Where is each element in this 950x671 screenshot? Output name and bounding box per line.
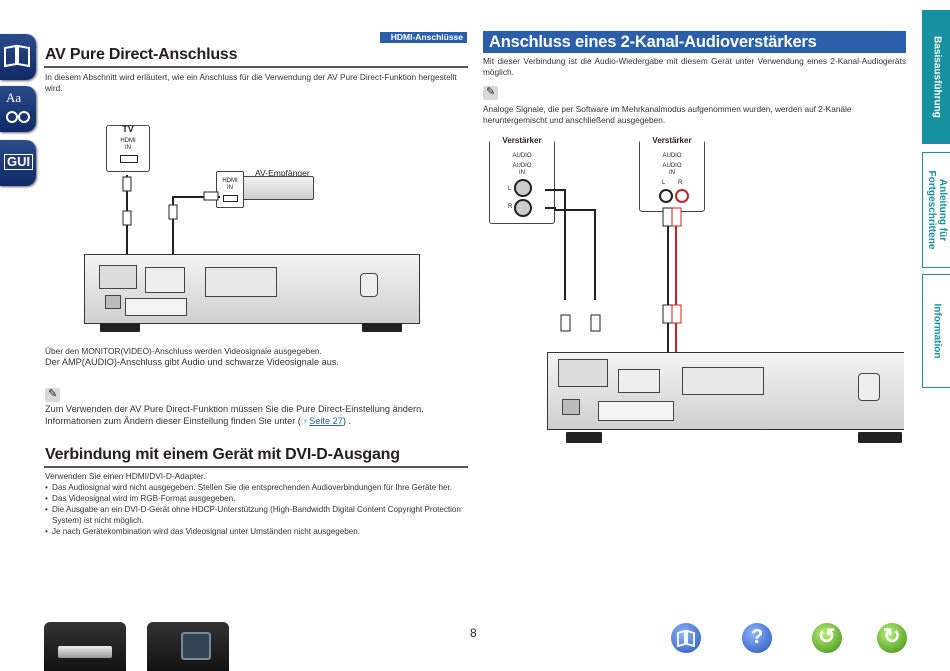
audio-out xyxy=(145,267,185,293)
product-thumbnail-1 xyxy=(44,622,126,671)
hdmi-out-ports xyxy=(125,298,187,316)
page-number: 8 xyxy=(470,626,477,640)
balanced-out xyxy=(558,359,608,387)
amp-audio-label: AUDIO xyxy=(662,153,682,159)
receiver-port-label2: IN xyxy=(227,185,233,191)
amp-note: Analoge Signale, die per Software im Meh… xyxy=(483,104,852,126)
nav-font-button[interactable]: Aa xyxy=(0,86,36,132)
glasses-icon xyxy=(6,111,30,123)
list-item: Das Videosignal wird im RGB-Format ausge… xyxy=(45,494,469,505)
gui-icon: GUI xyxy=(4,154,34,170)
amp-intro: Mit dieser Verbindung ist die Audio-Wied… xyxy=(483,56,906,78)
remote-control xyxy=(682,367,764,395)
nav-gui-button[interactable]: GUI xyxy=(0,140,36,186)
list-item: Das Audiosignal wird nicht ausgegeben. S… xyxy=(45,483,469,494)
help-icon: ? xyxy=(751,626,764,648)
receiver-label: AV-Empfänger xyxy=(255,168,310,178)
back-icon: ↺ xyxy=(818,625,836,648)
forward-icon: ↻ xyxy=(883,625,901,648)
network-port xyxy=(105,295,121,309)
amp-l-label: L xyxy=(662,180,666,186)
tab-information[interactable]: Information xyxy=(922,274,950,388)
note-text-2-end: ) . xyxy=(342,416,352,426)
tv-box: TV HDMI IN xyxy=(106,124,150,172)
book-icon xyxy=(3,44,30,68)
section-title-amp: Anschluss eines 2-Kanal-Audioverstärkers xyxy=(489,33,817,51)
page-title: AV Pure Direct-Anschluss xyxy=(45,46,238,63)
section-tag: HDMI-Anschlüsse xyxy=(380,32,467,43)
note-text-2: Informationen zum Ändern dieser Einstell… xyxy=(45,416,351,428)
tv-label: TV xyxy=(122,124,134,134)
player-rear-panel-right xyxy=(547,352,904,430)
rca-r-port xyxy=(675,189,689,203)
tv-port-label: HDMI xyxy=(120,138,136,144)
help-button[interactable]: ? xyxy=(742,623,772,653)
caption-video: Über den MONITOR(VIDEO)-Anschluss werden… xyxy=(45,346,322,356)
amp-in-label: IN xyxy=(519,170,525,176)
player-rear-panel xyxy=(84,254,420,324)
amp-in-label: IN xyxy=(669,170,675,176)
hdmi-port-icon xyxy=(223,195,238,202)
amp-audio-label: AUDIO xyxy=(512,153,532,159)
page-link[interactable]: Seite 27 xyxy=(309,416,343,426)
audio-out xyxy=(618,369,660,393)
receiver-port-box: HDMI IN xyxy=(216,171,244,208)
rca-l-port xyxy=(659,189,673,203)
list-item: Je nach Gerätekombination wird das Video… xyxy=(45,527,469,538)
xlr-l-port xyxy=(514,179,532,197)
audio-cables xyxy=(515,189,682,370)
tab-label: Anleitung für Fortgeschrittene xyxy=(925,170,948,250)
note-text-1: Zum Verwenden der AV Pure Direct-Funktio… xyxy=(45,404,424,414)
title-bar: Anschluss eines 2-Kanal-Audioverstärkers xyxy=(483,31,906,53)
note-text-2-start: Informationen zum Ändern dieser Einstell… xyxy=(45,416,301,426)
book-button[interactable] xyxy=(671,623,701,653)
amp-r-label: R xyxy=(508,204,513,210)
nav-book-button[interactable] xyxy=(0,34,36,80)
list-item: Die Ausgabe an ein DVI-D-Gerät ohne HDCP… xyxy=(45,505,469,527)
amplifier-balanced: Verstärker AUDIO AUDIO IN L R xyxy=(489,136,555,224)
amp-label: Verstärker xyxy=(640,136,704,145)
font-label: Aa xyxy=(6,90,22,105)
hdmi-port-icon xyxy=(120,155,138,163)
tab-basisausfuehrung[interactable]: Basisausführung xyxy=(922,10,950,144)
ac-in xyxy=(858,373,880,401)
remote-control xyxy=(205,267,277,297)
amp-label: Verstärker xyxy=(490,136,554,145)
tv-port-label2: IN xyxy=(125,145,131,151)
back-button[interactable]: ↺ xyxy=(812,623,842,653)
amp-l-label: L xyxy=(508,186,512,192)
hand-icon: ☞ xyxy=(300,416,310,426)
book-icon xyxy=(677,629,695,648)
hdmi-out-ports xyxy=(598,401,674,421)
tab-fortgeschrittene[interactable]: Anleitung für Fortgeschrittene xyxy=(922,152,950,268)
balanced-out xyxy=(99,265,137,289)
amplifier-rca: Verstärker AUDIO AUDIO IN L R xyxy=(639,136,705,212)
dvi-intro: Verwenden Sie einen HDMI/DVI-D-Adapter. xyxy=(45,471,206,481)
amp-r-label: R xyxy=(678,180,683,186)
intro-text: In diesem Abschnitt wird erläutert, wie … xyxy=(45,72,457,94)
note-icon xyxy=(483,85,498,100)
dvi-bullet-list: Das Audiosignal wird nicht ausgegeben. S… xyxy=(45,483,469,538)
tab-label: Basisausführung xyxy=(931,36,942,118)
product-thumbnail-2 xyxy=(147,622,229,671)
receiver-port-label: HDMI xyxy=(222,178,238,184)
note-icon xyxy=(45,387,60,402)
tab-label: Information xyxy=(931,303,942,359)
amp-audio-label2: AUDIO xyxy=(512,163,532,169)
caption-audio: Der AMP(AUDIO)-Anschluss gibt Audio und … xyxy=(45,357,339,367)
forward-button[interactable]: ↻ xyxy=(877,623,907,653)
network-port xyxy=(562,399,580,415)
amp-audio-label2: AUDIO xyxy=(662,163,682,169)
section-title-dvi: Verbindung mit einem Gerät mit DVI-D-Aus… xyxy=(45,446,400,463)
ac-in xyxy=(360,273,378,297)
